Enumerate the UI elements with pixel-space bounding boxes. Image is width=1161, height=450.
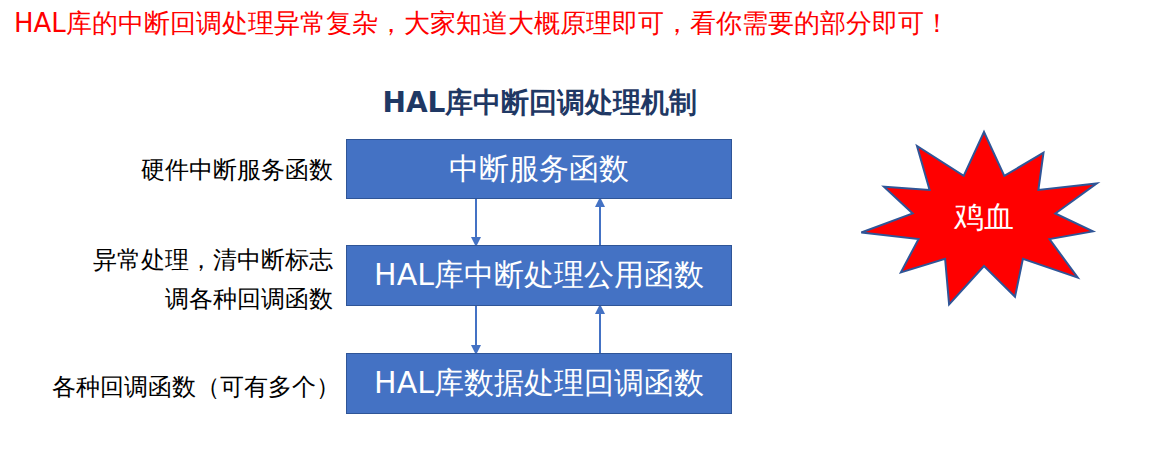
node-text: 中断服务函数 bbox=[449, 149, 629, 190]
process-box: HAL库数据处理回调函数 bbox=[346, 353, 732, 414]
flow-arrow bbox=[475, 306, 477, 353]
starburst-outline bbox=[861, 132, 1097, 304]
side-label: 调各种回调函数 bbox=[165, 283, 333, 315]
node-text: HAL库中断处理公用函数 bbox=[374, 255, 704, 296]
side-label: 硬件中断服务函数 bbox=[141, 154, 333, 186]
starburst-callout: 鸡血 bbox=[858, 128, 1110, 306]
note-text: HAL库的中断回调处理异常复杂，大家知道大概原理即可，看你需要的部分即可！ bbox=[14, 6, 950, 41]
node-text: HAL库数据处理回调函数 bbox=[374, 363, 704, 404]
flow-arrow bbox=[599, 199, 601, 245]
side-label: 异常处理，清中断标志 bbox=[93, 244, 333, 276]
process-box: 中断服务函数 bbox=[346, 139, 732, 199]
process-box: HAL库中断处理公用函数 bbox=[346, 245, 732, 306]
flow-arrow bbox=[599, 306, 601, 353]
flow-arrow bbox=[475, 199, 477, 245]
side-label: 各种回调函数（可有多个） bbox=[52, 371, 340, 403]
diagram-title: HAL库中断回调处理机制 bbox=[0, 84, 1080, 122]
node-text: 鸡血 bbox=[954, 197, 1014, 238]
